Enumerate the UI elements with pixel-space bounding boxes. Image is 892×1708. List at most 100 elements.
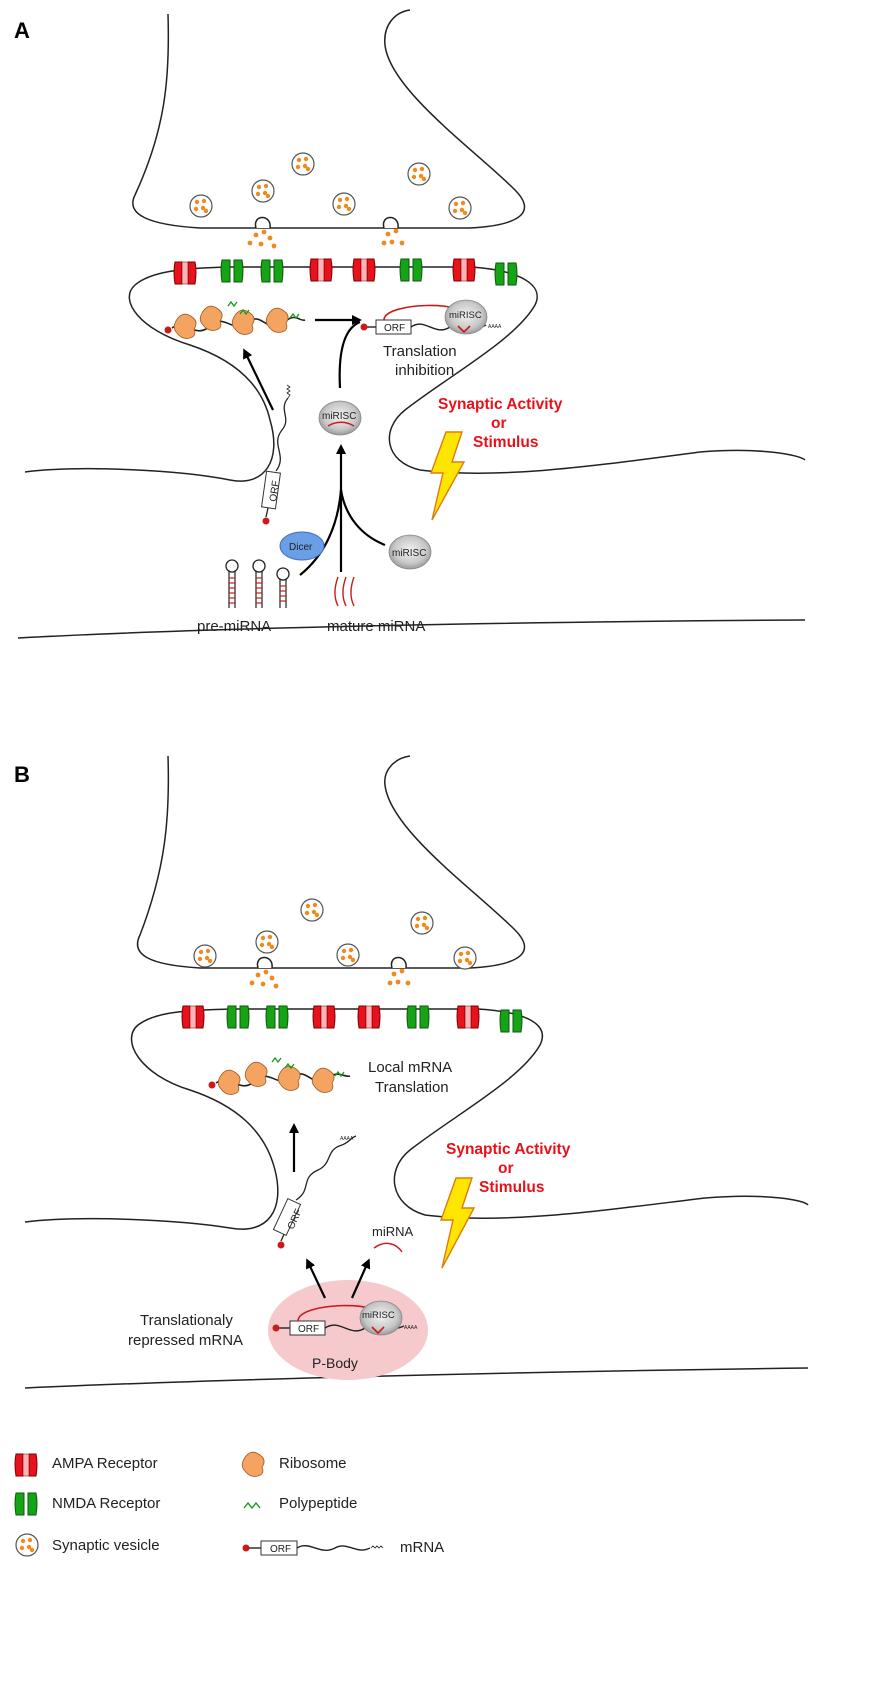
free-mirna-strand (373, 1242, 403, 1253)
nmda-receptor (494, 262, 518, 286)
mirisc-label: miRISC (362, 1310, 395, 1321)
stimulus-label-3: Stimulus (479, 1179, 544, 1196)
stimulus-label-2: or (498, 1160, 514, 1177)
translation-inhibition-label-1: Translation (383, 343, 457, 360)
mirna-label: miRNA (372, 1224, 413, 1239)
repressed-mrna-label-1: Translationaly (140, 1312, 233, 1329)
translation-inhibition-label-2: inhibition (395, 362, 454, 379)
transported-mrna-a: ORF (260, 384, 291, 525)
polysome-a (164, 300, 306, 339)
ampa-receptor (357, 1005, 381, 1029)
presynaptic-terminal-a (132, 9, 526, 229)
synaptic-vesicle (410, 911, 434, 935)
postsynaptic-spine-a (24, 266, 806, 482)
orf-label: ORF (298, 1324, 319, 1335)
ampa-receptor (352, 258, 376, 282)
exocytosis-pit-a1 (254, 216, 271, 229)
repressed-mrna-label-2: repressed mRNA (128, 1332, 243, 1349)
stimulus-label-1: Synaptic Activity (438, 396, 563, 413)
repressed-mrna-a: ORF miRISC AAAA (360, 299, 502, 335)
polysome-b (208, 1056, 351, 1095)
mirisc-label: miRISC (392, 548, 426, 559)
local-translation-label-2: Translation (375, 1079, 449, 1096)
transported-mrna-b: ORF AAAA (272, 1135, 357, 1249)
synaptic-vesicle (255, 930, 279, 954)
dicer-enzyme (279, 531, 325, 561)
legend-mrna-label: mRNA (400, 1539, 444, 1556)
synaptic-vesicle (300, 898, 324, 922)
panel-a: A (14, 9, 806, 639)
dendrite-baseline-b (24, 1367, 809, 1389)
p-body-label: P-Body (312, 1355, 358, 1371)
legend-mrna-icon: ORF (242, 1540, 384, 1556)
exocytosis-pit-b1 (256, 956, 273, 969)
local-translation-label-1: Local mRNA (368, 1059, 452, 1076)
ampa-receptor (181, 1005, 205, 1029)
synaptic-vesicle (448, 196, 472, 220)
legend-ribosome-icon (241, 1451, 265, 1477)
polya-tail: AAAA (340, 1136, 354, 1142)
lightning-bolt-icon (429, 431, 466, 521)
neurotransmitter-release-a (247, 228, 405, 249)
dendrite-baseline-a (17, 619, 806, 639)
panel-a-letter: A (14, 18, 30, 43)
synaptic-vesicle (407, 162, 431, 186)
repressed-mrna-b: ORF miRISC AAAA (272, 1300, 418, 1336)
synaptic-vesicle (251, 179, 275, 203)
synaptic-vesicle (189, 194, 213, 218)
synaptic-vesicle (193, 944, 217, 968)
legend-orf-label: ORF (270, 1544, 291, 1555)
mirisc-label: miRISC (322, 411, 356, 422)
panel-b: B (14, 755, 809, 1389)
presynaptic-terminal-b (136, 755, 526, 969)
ampa-receptor (452, 258, 476, 282)
legend-vesicle-icon (15, 1533, 39, 1557)
legend-polypeptide-label: Polypeptide (279, 1495, 357, 1512)
synaptic-vesicle (332, 192, 356, 216)
legend-ribosome-label: Ribosome (279, 1455, 347, 1472)
legend-nmda-label: NMDA Receptor (52, 1495, 160, 1512)
ampa-receptor (456, 1005, 480, 1029)
legend-ampa-label: AMPA Receptor (52, 1455, 158, 1472)
arrow-pbody-to-mrna (306, 1258, 326, 1299)
ampa-receptor (309, 258, 333, 282)
nmda-receptor (220, 259, 244, 283)
ampa-receptor (173, 261, 197, 285)
arrow-mirisc-assembly (339, 489, 386, 547)
mirisc-label: miRISC (449, 310, 482, 321)
orf-label: ORF (384, 323, 405, 334)
exocytosis-pit-b2 (390, 956, 407, 969)
nmda-receptor (260, 259, 284, 283)
postsynaptic-spine-b (24, 1008, 809, 1230)
legend-polypeptide-icon (243, 1501, 261, 1510)
legend: AMPA Receptor NMDA Receptor Synaptic ves… (14, 1451, 444, 1557)
stimulus-label-2: or (491, 415, 507, 432)
mature-mirna-strands (334, 576, 355, 607)
lightning-bolt-icon (440, 1177, 476, 1269)
pre-mirna-hairpins (225, 559, 290, 608)
neurotransmitter-release-b (249, 968, 411, 989)
arrow-to-polysome-a (243, 348, 274, 411)
arrow-dicer-path (299, 489, 343, 576)
arrow-pbody-to-mirna (350, 1258, 371, 1299)
synaptic-vesicle (291, 152, 315, 176)
nmda-receptor (399, 258, 423, 282)
synaptic-vesicle (336, 943, 360, 967)
legend-ampa-icon (14, 1453, 38, 1477)
exocytosis-pit-a2 (382, 216, 399, 229)
pre-mirna-label: pre-miRNA (197, 618, 271, 635)
dicer-label: Dicer (289, 542, 313, 553)
orf-label: ORF (268, 480, 282, 502)
polya-tail: AAAA (404, 1325, 418, 1331)
mature-mirna-label: mature miRNA (327, 618, 425, 635)
polya-tail: AAAA (488, 324, 502, 330)
stimulus-label-1: Synaptic Activity (446, 1141, 571, 1158)
stimulus-label-3: Stimulus (473, 434, 538, 451)
arrow-mirisc-up-a (338, 320, 361, 389)
legend-vesicle-label: Synaptic vesicle (52, 1537, 160, 1554)
panel-b-letter: B (14, 762, 30, 787)
ampa-receptor (312, 1005, 336, 1029)
legend-nmda-icon (14, 1492, 38, 1516)
synaptic-vesicle (453, 946, 477, 970)
